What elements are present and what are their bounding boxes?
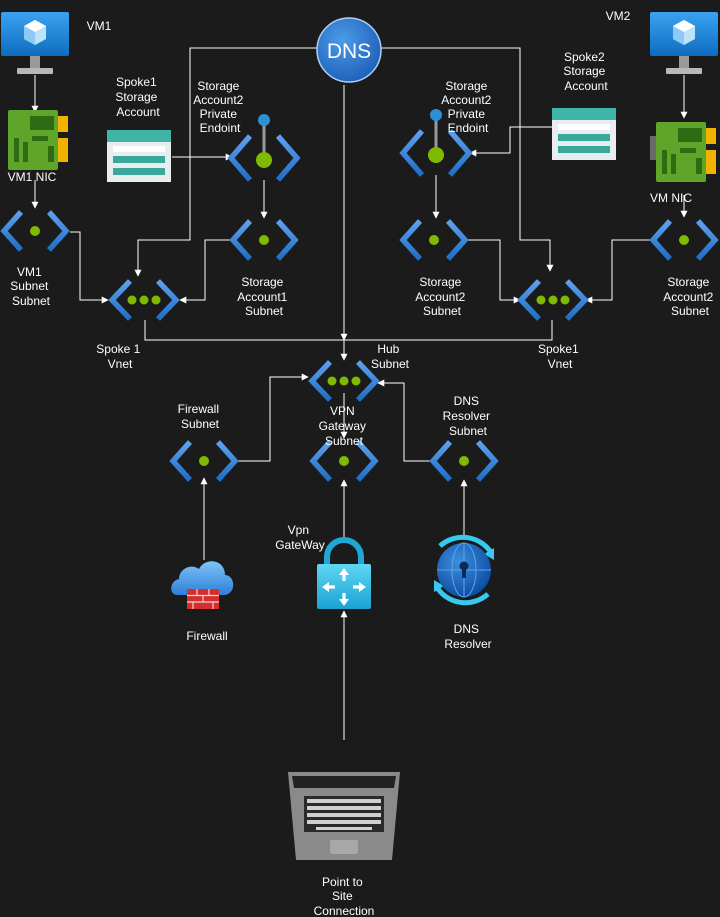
subnet-icon bbox=[649, 219, 719, 261]
edge-dns-to-vnet-left bbox=[134, 47, 326, 277]
firewall-icon bbox=[171, 561, 234, 609]
network-interface-icon bbox=[650, 122, 716, 182]
spoke1-vnet-left-label: Spoke 1 Vnet bbox=[96, 342, 143, 371]
vpn-gateway-subnet-label: VPN Gateway Subnet bbox=[319, 404, 370, 448]
hub-subnet-label: Hub Subnet bbox=[371, 342, 410, 371]
subnet-icon bbox=[429, 440, 499, 482]
edge-vnet-left-to-vnet-right bbox=[144, 320, 553, 341]
private-endpoint-icon bbox=[227, 114, 301, 182]
pe-right-label: Storage Account2 Private Endoint bbox=[441, 79, 494, 135]
virtual-network-icon bbox=[108, 279, 180, 321]
edge-firewall-subnet-to-hub bbox=[238, 373, 309, 462]
network-interface-icon bbox=[8, 110, 68, 170]
edge-resolver-subnet-to-hub bbox=[377, 379, 432, 462]
edge-subnet1-to-vnet-left bbox=[179, 239, 232, 304]
dns-label: DNS bbox=[327, 40, 371, 63]
firewall-label: Firewall bbox=[186, 629, 227, 643]
edge-vm1-subnet-to-vnet-left bbox=[70, 231, 109, 304]
spoke1-storage-label: Spoke1 Storage Account bbox=[115, 75, 160, 119]
dns-resolver-subnet-label: DNS Resolver Subnet bbox=[443, 394, 494, 438]
spoke2-storage-label: Spoke2 Storage Account bbox=[563, 50, 608, 93]
virtual-machine-icon bbox=[1, 12, 69, 74]
p2s-label: Point to Site Connection bbox=[314, 875, 375, 917]
edge-subnet2-to-vnet-right bbox=[468, 239, 521, 304]
spoke1-vnet-right-label: Spoke1 Vnet bbox=[538, 342, 582, 371]
edge-subnet2r-to-vnet-right bbox=[585, 239, 652, 304]
private-endpoint-icon bbox=[399, 109, 473, 177]
subnet-icon bbox=[229, 219, 299, 261]
edge-storage2-to-pe-right bbox=[469, 126, 552, 157]
subnet-icon bbox=[169, 440, 239, 482]
edge-dns-to-vnet-right bbox=[362, 47, 554, 272]
subnet-icon bbox=[399, 219, 469, 261]
subnet-icon bbox=[309, 440, 379, 482]
dns-resolver-globe-icon bbox=[433, 534, 495, 606]
dns-resolver-label: DNS Resolver bbox=[444, 622, 491, 651]
vm2-label: VM2 bbox=[606, 9, 631, 23]
pe-left-label: Storage Account2 Private Endoint bbox=[193, 79, 246, 135]
vm-nic-label: VM NIC bbox=[650, 191, 692, 205]
storage-account-icon bbox=[107, 130, 171, 182]
vpn-gateway-lock-icon bbox=[317, 537, 371, 609]
vm1-subnet-label: VM1 Subnet Subnet bbox=[10, 265, 51, 308]
firewall-subnet-label: Firewall Subnet bbox=[178, 402, 223, 431]
subnet-icon bbox=[0, 210, 70, 252]
vm1-nic-label: VM1 NIC bbox=[8, 170, 57, 184]
storage-account-icon bbox=[552, 108, 616, 160]
laptop-client-icon bbox=[288, 772, 400, 860]
storage2-subnet-mid-label: Storage Account2 Subnet bbox=[415, 275, 468, 318]
storage1-subnet-label: Storage Account1 Subnet bbox=[237, 275, 290, 318]
vm1-label: VM1 bbox=[87, 19, 112, 33]
virtual-network-icon bbox=[517, 279, 589, 321]
vpn-gateway-label: Vpn GateWay bbox=[275, 523, 325, 552]
labels: VM1 VM2 VM1 NIC VM NIC Spoke1 Storage Ac… bbox=[8, 9, 716, 917]
dns-zone-icon: DNS bbox=[316, 17, 382, 83]
virtual-machine-icon bbox=[650, 12, 718, 74]
virtual-network-icon bbox=[308, 360, 380, 402]
storage2-subnet-right-label: Storage Account2 Subnet bbox=[663, 275, 716, 318]
connectors bbox=[31, 47, 688, 740]
